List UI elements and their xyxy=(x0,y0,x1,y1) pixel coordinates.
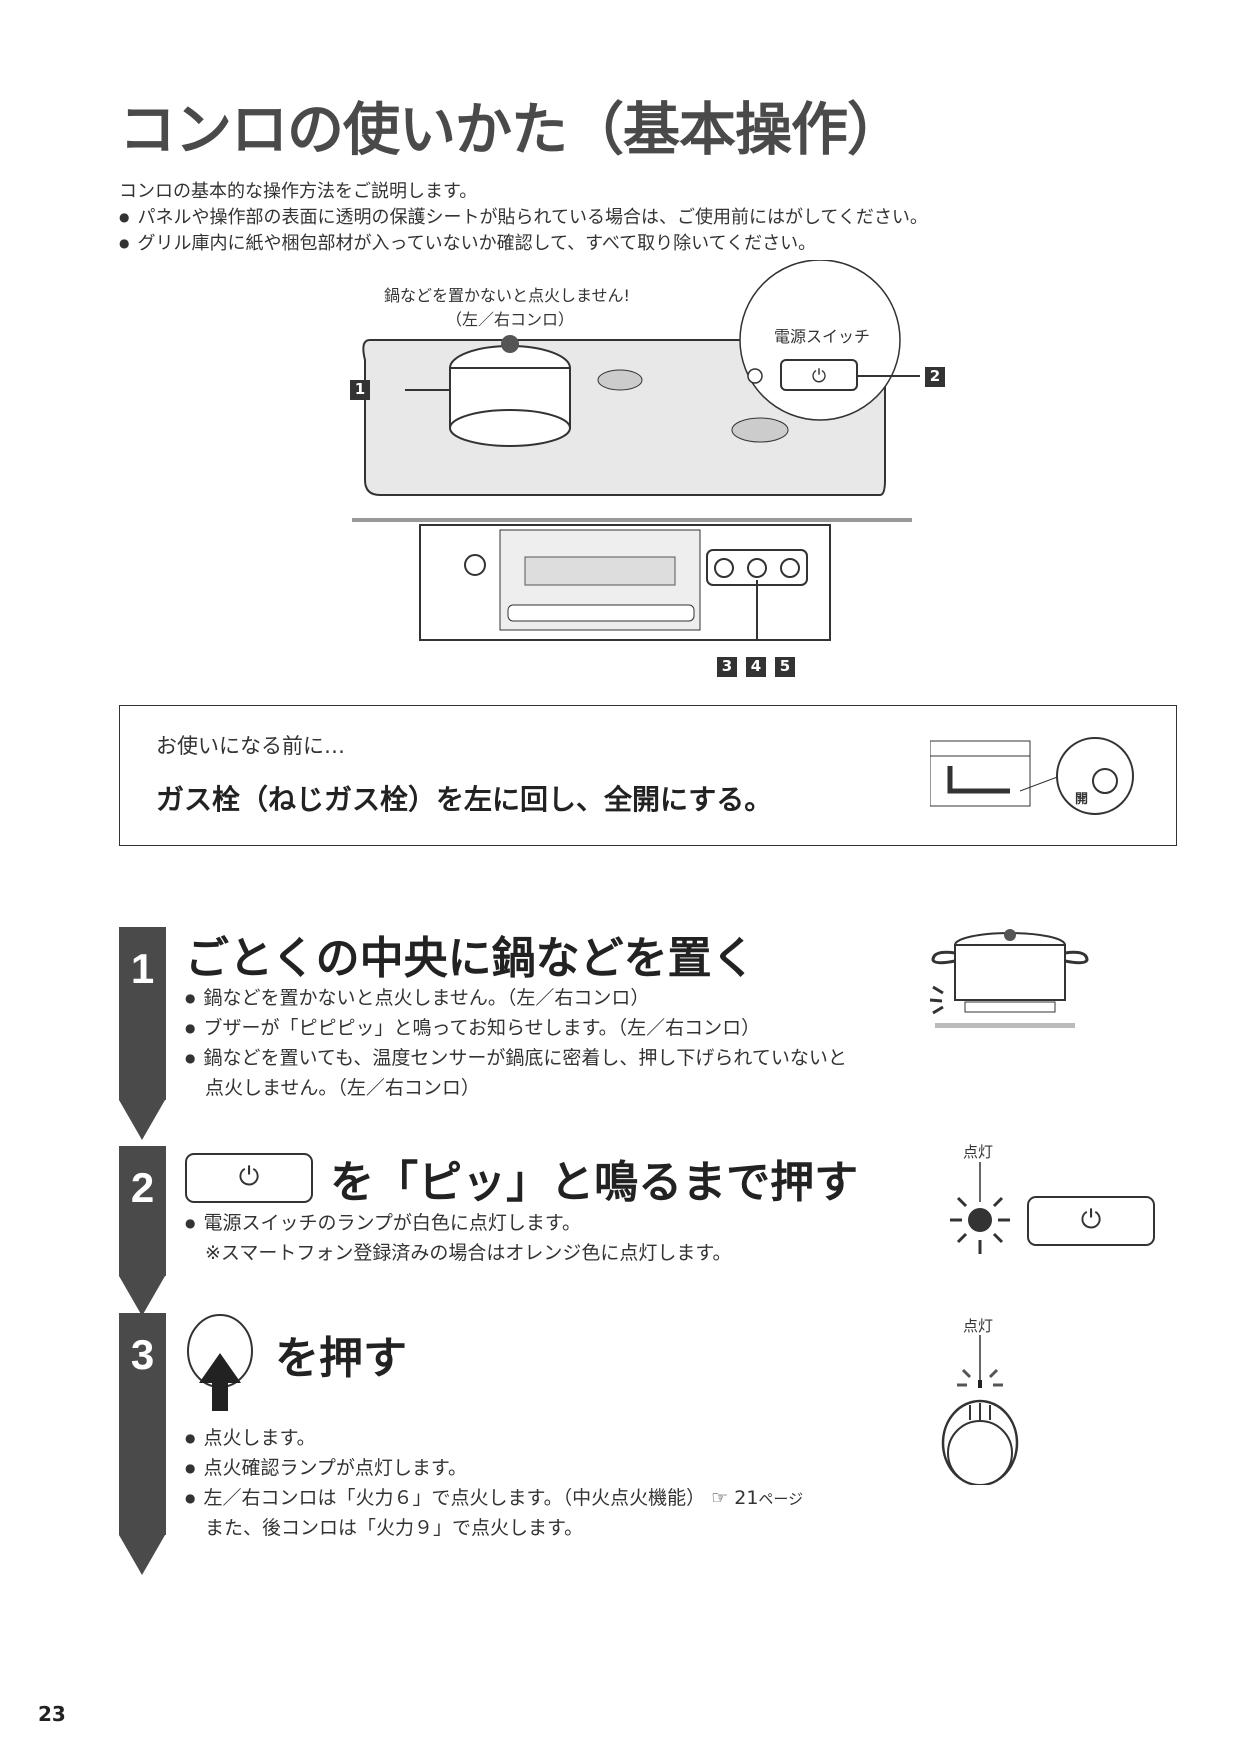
reference-hand-icon: ☞ xyxy=(711,1487,729,1509)
intro-bullet: パネルや操作部の表面に透明の保護シートが貼られている場合は、ご使用前にはがしてく… xyxy=(119,203,927,229)
diagram-note-sub: （左／右コンロ） xyxy=(446,310,575,329)
step-3-line: 点火確認ランプが点灯します。 xyxy=(185,1453,467,1480)
step-1-line: 鍋などを置かないと点火しません。（左／右コンロ） xyxy=(185,983,649,1010)
notice-box: お使いになる前に… ガス栓（ねじガス栓）を左に回し、全開にする。 開 xyxy=(119,705,1177,846)
lamp-label: 点灯 xyxy=(963,1317,994,1335)
step-arrow xyxy=(119,1100,165,1140)
step-2-line: 電源スイッチのランプが白色に点灯します。 xyxy=(185,1208,581,1235)
step-2-heading-row: ⏻ を「ピッ」と鳴るまで押す xyxy=(185,1146,858,1210)
step-3-line: 左／右コンロは「火力６」で点火します。（中火点火機能） ☞ 21ページ xyxy=(185,1483,803,1510)
power-button-icon: ⏻ xyxy=(185,1153,313,1203)
step-arrow xyxy=(119,1276,165,1316)
knob-push-icon xyxy=(187,1314,253,1411)
callout-1: 1 xyxy=(350,380,370,400)
step-3-line: また、後コンロは「火力９」で点火します。 xyxy=(205,1517,584,1539)
step-3-line: 点火します。 xyxy=(185,1423,315,1450)
page-number: 23 xyxy=(38,1702,66,1726)
step-1-bar: 1 xyxy=(119,927,166,1100)
step-arrow xyxy=(119,1535,165,1575)
lamp-label: 点灯 xyxy=(963,1143,994,1161)
step-3-heading: を押す xyxy=(275,1333,407,1384)
diagram-note: 鍋などを置かないと点火しません! xyxy=(384,286,630,305)
step-number: 1 xyxy=(130,945,155,992)
notice-pre: お使いになる前に… xyxy=(156,734,345,758)
reference-page: 21 xyxy=(734,1487,759,1509)
pot-on-burner-icon xyxy=(929,929,1089,1028)
svg-text:⏻: ⏻ xyxy=(812,366,826,387)
knob-lamp-icon xyxy=(941,1335,1019,1485)
step-2-line: ※スマートフォン登録済みの場合はオレンジ色に点灯します。 xyxy=(205,1242,732,1264)
page-title: コンロの使いかた（基本操作） xyxy=(119,97,904,163)
power-button-lit-icon: ⏻ xyxy=(1027,1196,1155,1246)
step-2-bar: 2 xyxy=(119,1146,166,1276)
step-number: 2 xyxy=(130,1164,155,1211)
step-2-heading: を「ピッ」と鳴るまで押す xyxy=(330,1157,859,1208)
power-switch-label: 電源スイッチ xyxy=(774,327,871,346)
callout-2: 2 xyxy=(925,367,945,387)
intro-bullet: グリル庫内に紙や梱包部材が入っていないか確認して、すべて取り除いてください。 xyxy=(119,229,816,255)
step-3-line-text: 左／右コンロは「火力６」で点火します。（中火点火機能） xyxy=(203,1487,706,1509)
notice-main: ガス栓（ねじガス栓）を左に回し、全開にする。 xyxy=(156,783,773,816)
step-1-line: 点火しません。（左／右コンロ） xyxy=(205,1077,480,1099)
lamp-lit-icon xyxy=(950,1162,1010,1254)
callout-5: 5 xyxy=(775,657,795,677)
stove-illustration: ⏻ xyxy=(352,260,920,641)
intro-text: コンロの基本的な操作方法をご説明します。 xyxy=(119,181,478,202)
step-1-line: 鍋などを置いても、温度センサーが鍋底に密着し、押し下げられていないと xyxy=(185,1043,846,1070)
step-3-bar: 3 xyxy=(119,1313,166,1535)
step-1-line: ブザーが「ピピピッ」と鳴ってお知らせします。（左／右コンロ） xyxy=(185,1013,760,1040)
step-number: 3 xyxy=(130,1331,155,1378)
callout-3: 3 xyxy=(717,657,737,677)
step-1-heading: ごとくの中央に鍋などを置く xyxy=(185,933,756,984)
reference-suffix: ページ xyxy=(758,1490,804,1508)
valve-open-label: 開 xyxy=(1075,792,1089,807)
callout-4: 4 xyxy=(746,657,766,677)
gas-valve-icon xyxy=(930,737,1134,815)
